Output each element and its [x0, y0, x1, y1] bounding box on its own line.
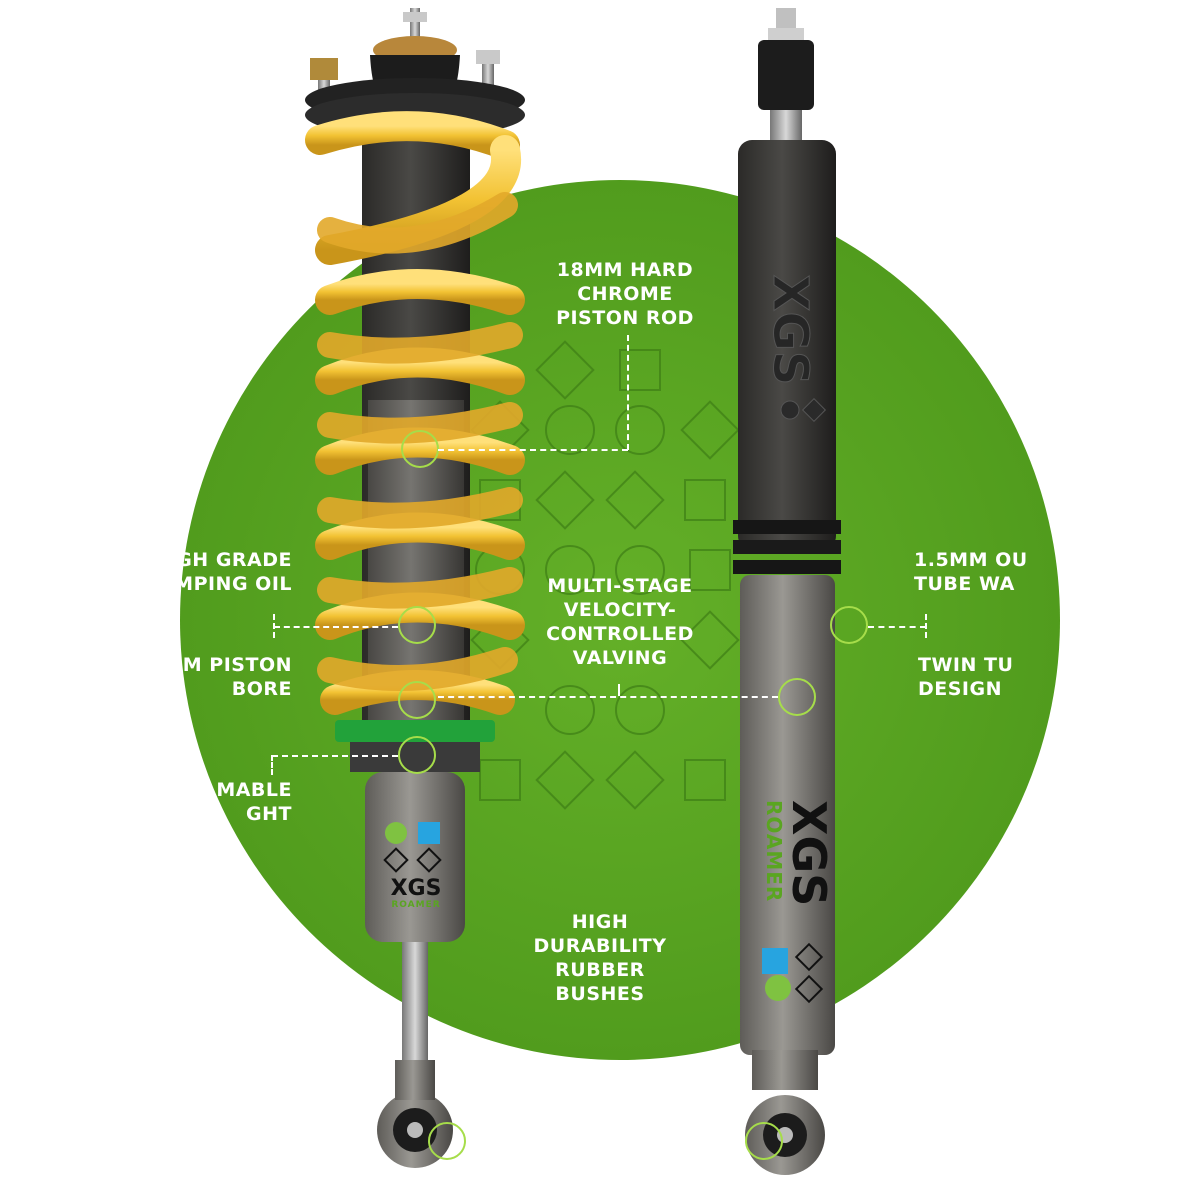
- shock-embossed-logo: XGS: [760, 255, 820, 405]
- coilover-logo: XGS ROAMER: [380, 876, 452, 911]
- label-valving-line3: CONTROLLED: [546, 623, 694, 645]
- leader-valving: [438, 696, 778, 698]
- label-bushes-line1: HIGH: [571, 911, 629, 933]
- leader-damping-oil-tick: [273, 614, 275, 638]
- label-twin-tube-line2: DESIGN: [918, 678, 1003, 700]
- label-twin-tube-line1: TWIN TU: [918, 654, 1014, 676]
- label-damping-oil-line2: MPING OIL: [174, 573, 292, 595]
- label-bushes-line3: RUBBER: [555, 959, 645, 981]
- label-valving-line1: MULTI-STAGE: [547, 575, 693, 597]
- label-damping-oil-line1: GH GRADE: [176, 549, 292, 571]
- label-ride-height-line2: GHT: [246, 803, 292, 825]
- label-valving: MULTI-STAGE VELOCITY- CONTROLLED VALVING: [525, 574, 715, 670]
- hotspot-piston-rod[interactable]: [401, 430, 439, 468]
- label-piston-bore-line2: BORE: [231, 678, 292, 700]
- label-tube-wall-line1: 1.5MM OU: [914, 549, 1028, 571]
- label-ride-height-line1: MABLE: [216, 779, 292, 801]
- label-damping-oil: GH GRADE MPING OIL: [120, 548, 292, 596]
- hotspot-damping-oil[interactable]: [398, 606, 436, 644]
- label-bushes-line4: BUSHES: [555, 983, 645, 1005]
- hotspot-tube-wall[interactable]: [830, 606, 868, 644]
- leader-tube-wall-tick: [925, 614, 927, 638]
- shock-embossed-logo-text: XGS: [762, 274, 819, 386]
- leader-tube-wall: [868, 626, 926, 628]
- shock-logo: XGS ROAMER: [762, 800, 836, 1000]
- shock-logo-sub: ROAMER: [762, 800, 786, 903]
- hotspot-bushes-right[interactable]: [745, 1122, 783, 1160]
- hotspot-piston-bore[interactable]: [398, 681, 436, 719]
- leader-valving-v: [618, 684, 620, 696]
- label-piston-bore-line1: M PISTON: [182, 654, 292, 676]
- label-bushes-line2: DURABILITY: [533, 935, 667, 957]
- label-bushes: HIGH DURABILITY RUBBER BUSHES: [515, 910, 685, 1006]
- leader-damping-oil: [274, 626, 398, 628]
- label-valving-line2: VELOCITY-: [563, 599, 677, 621]
- coilover-logo-sub: ROAMER: [391, 900, 441, 910]
- shock-logo-text: XGS: [782, 800, 836, 907]
- label-piston-bore: M PISTON BORE: [120, 653, 292, 701]
- label-piston-rod-line3: PISTON ROD: [556, 307, 694, 329]
- leader-ride-height: [272, 755, 398, 757]
- coilover-logo-text: XGS: [390, 876, 442, 901]
- label-valving-line4: VALVING: [572, 647, 668, 669]
- label-ride-height: MABLE GHT: [120, 778, 292, 826]
- label-tube-wall-line2: TUBE WA: [914, 573, 1015, 595]
- hotspot-valving[interactable]: [778, 678, 816, 716]
- label-twin-tube: TWIN TU DESIGN: [918, 653, 1038, 701]
- label-piston-rod: 18MM HARD CHROME PISTON ROD: [540, 258, 710, 330]
- hotspot-ride-height[interactable]: [398, 736, 436, 774]
- label-piston-rod-line2: CHROME: [577, 283, 673, 305]
- label-piston-rod-line1: 18MM HARD: [556, 259, 694, 281]
- hotspot-bushes-left[interactable]: [428, 1122, 466, 1160]
- leader-ride-height-tick: [271, 755, 273, 775]
- label-tube-wall: 1.5MM OU TUBE WA: [914, 548, 1034, 596]
- leader-piston-rod-v: [627, 335, 629, 450]
- leader-piston-rod-h: [438, 449, 628, 451]
